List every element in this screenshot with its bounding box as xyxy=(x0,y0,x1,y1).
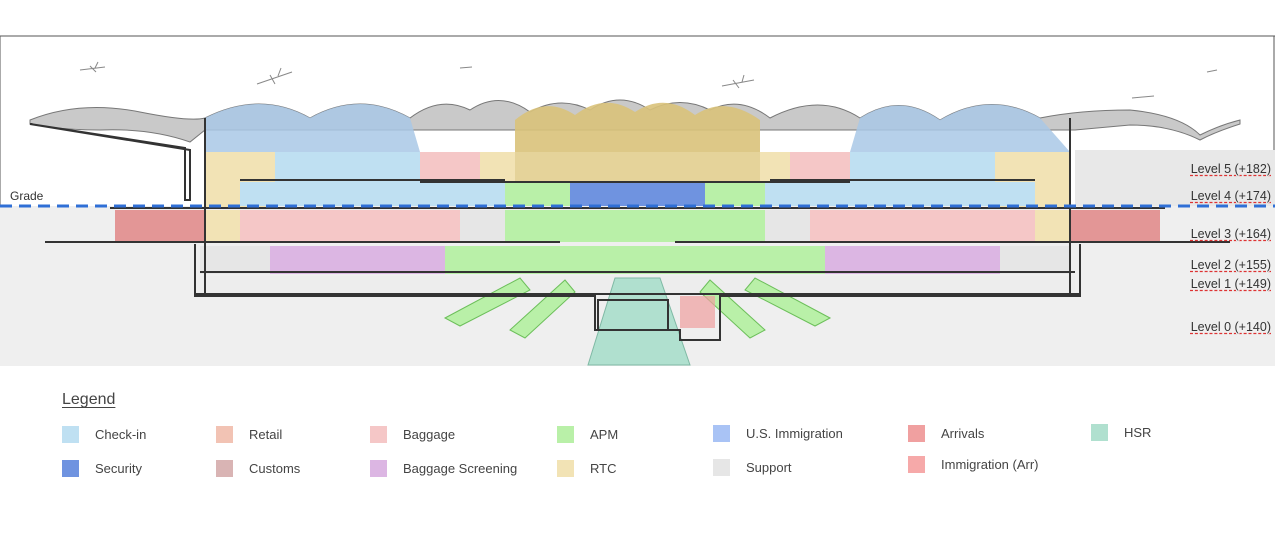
level-3-label: Level 3 (+164) xyxy=(1190,227,1271,241)
legend-item-arrivals: Arrivals xyxy=(908,425,984,442)
legend-swatch xyxy=(216,460,233,477)
legend-item-security: Security xyxy=(62,460,142,477)
floor-slabs xyxy=(45,118,1230,341)
level-1-label: Level 1 (+149) xyxy=(1190,277,1271,291)
legend-swatch xyxy=(557,460,574,477)
grade-label: Grade xyxy=(10,189,44,203)
legend-swatch xyxy=(713,459,730,476)
legend-swatch xyxy=(557,426,574,443)
legend-swatch xyxy=(370,426,387,443)
level-0-label: Level 0 (+140) xyxy=(1190,320,1271,334)
legend-swatch xyxy=(1091,424,1108,441)
legend-item-immigration-arr: Immigration (Arr) xyxy=(908,456,1039,473)
legend-item-customs: Customs xyxy=(216,460,300,477)
legend-swatch xyxy=(908,425,925,442)
level-4-label: Level 4 (+174) xyxy=(1190,189,1271,203)
level-5-label: Level 5 (+182) xyxy=(1190,162,1271,176)
level-2-label: Level 2 (+155) xyxy=(1190,258,1271,272)
legend-item-baggage-screening: Baggage Screening xyxy=(370,460,517,477)
legend-item-us-immigration: U.S. Immigration xyxy=(713,425,843,442)
legend-item-rtc: RTC xyxy=(557,460,616,477)
terminal-section-drawing xyxy=(0,35,1275,366)
legend-swatch xyxy=(370,460,387,477)
legend-swatch xyxy=(216,426,233,443)
legend-item-check-in: Check-in xyxy=(62,426,146,443)
legend-title: Legend xyxy=(62,391,116,408)
legend-item-baggage: Baggage xyxy=(370,426,455,443)
legend-swatch xyxy=(713,425,730,442)
legend-swatch xyxy=(908,456,925,473)
legend-item-support: Support xyxy=(713,459,792,476)
airplane-icons xyxy=(79,61,1218,99)
legend-swatch xyxy=(62,460,79,477)
legend-swatch xyxy=(62,426,79,443)
legend-item-retail: Retail xyxy=(216,426,282,443)
legend-item-apm: APM xyxy=(557,426,618,443)
legend-item-hsr: HSR xyxy=(1091,424,1151,441)
